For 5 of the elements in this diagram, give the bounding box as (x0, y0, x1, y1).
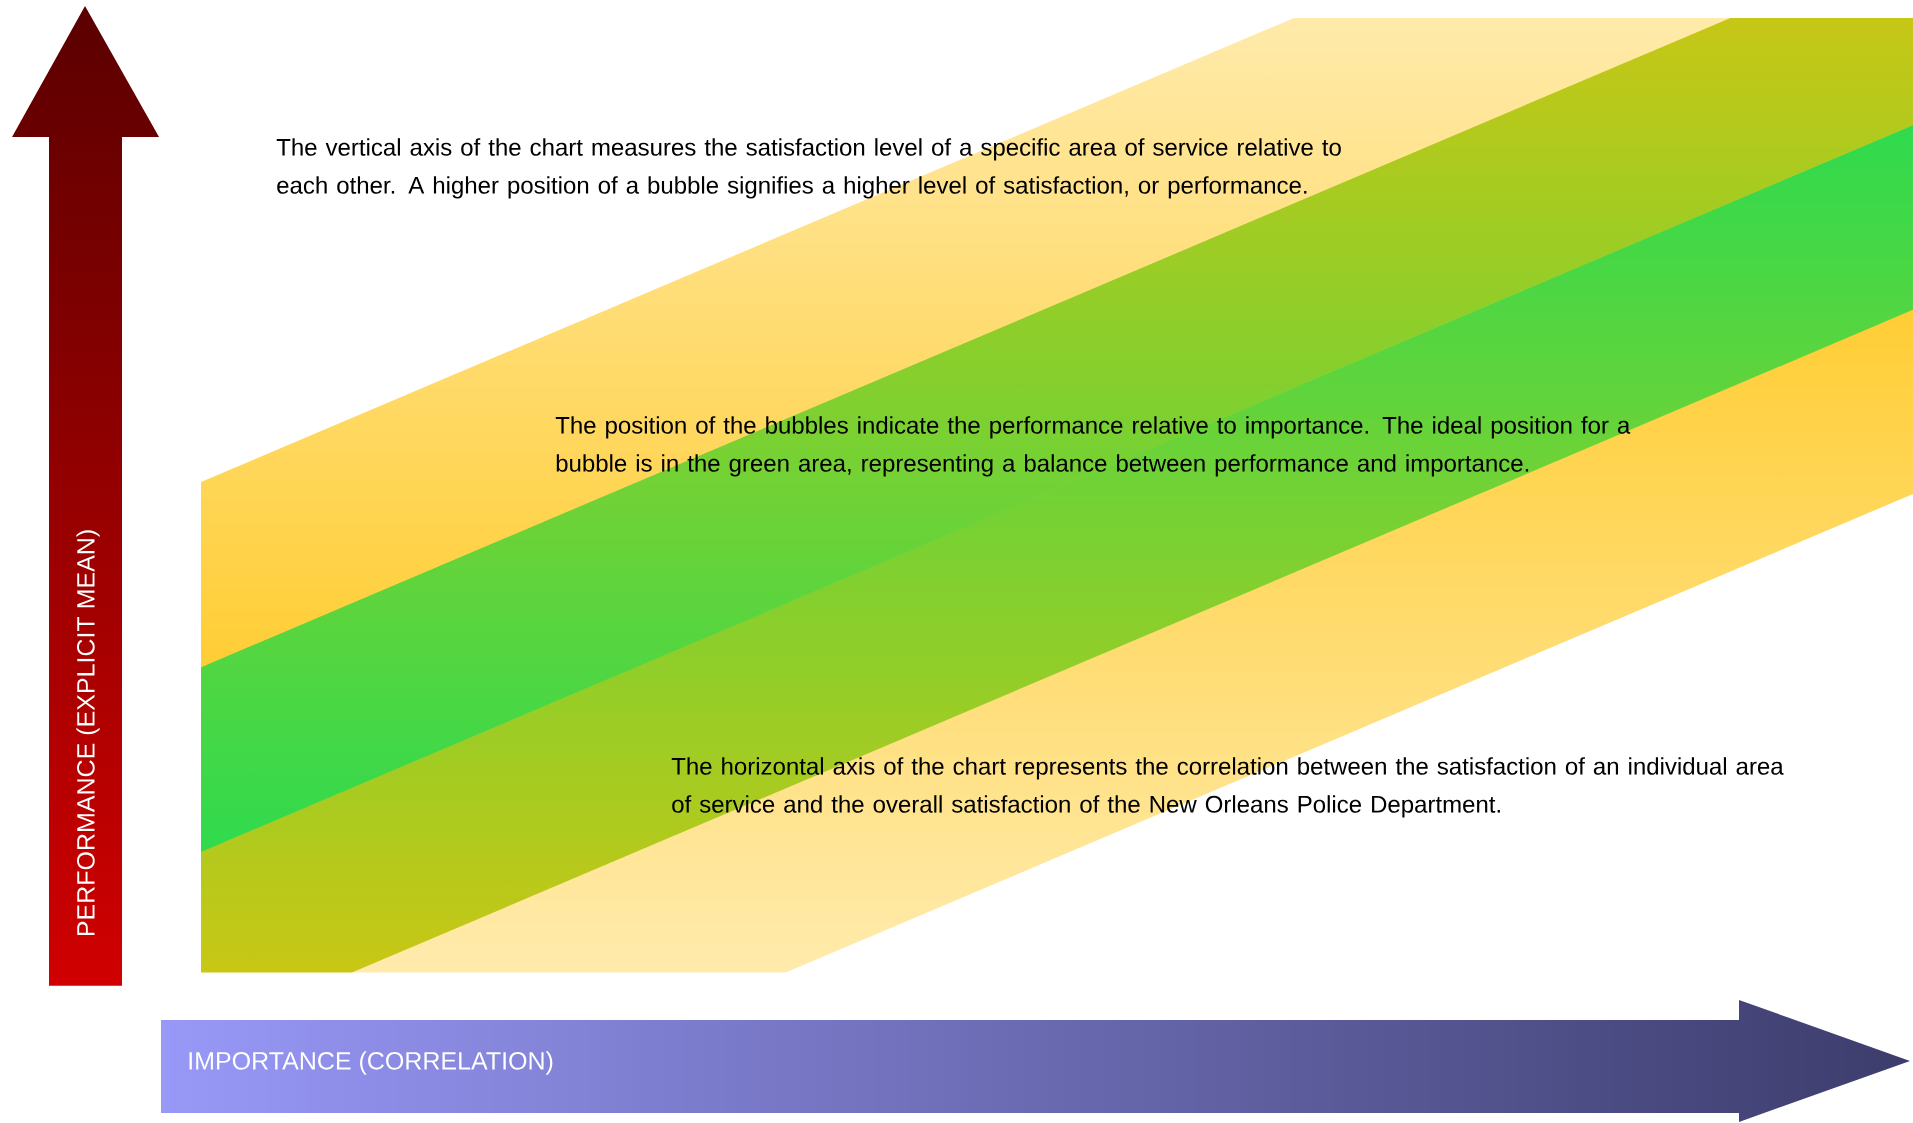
paragraph: The position of the bubbles indicate the performance relative to importance. The ideal position for a bubble is in the green area, representing a balance between performance and importance. (555, 416, 1631, 477)
axis-arrow: IMPORTANCE (CORRELATION) (189, 1051, 553, 1075)
axis-arrow: PERFORMANCE (EXPLICIT MEAN) (76, 530, 100, 936)
paragraph: The horizontal axis of the chart represents the correlation between the satisfaction of an individual area of service and the overall satisfaction of the New Orleans Police Department. (671, 757, 1784, 818)
paragraph: The vertical axis of the chart measures the satisfaction level of a specific area of service relative to each other. A higher position of a bubble signifies a higher level of satisfaction, or performance. (276, 138, 1341, 199)
